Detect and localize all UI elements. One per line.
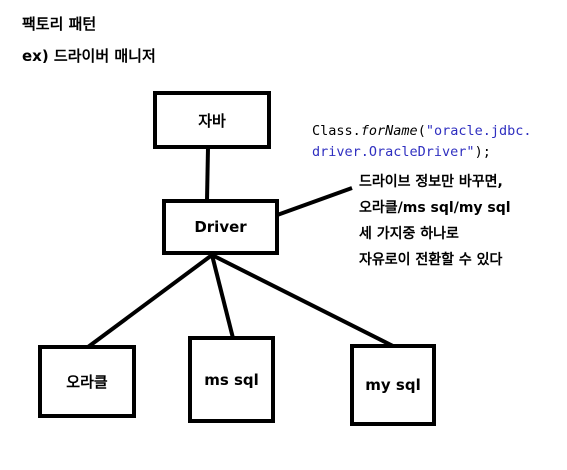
box-mssql: ms sql: [188, 336, 275, 423]
line-driver-mysql: [211, 253, 394, 348]
line-driver-oracle: [86, 253, 214, 349]
note-line: 세 가지중 하나로: [359, 226, 459, 242]
box-driver: Driver: [162, 199, 279, 255]
code-open-paren: (: [417, 123, 426, 139]
line-java-driver: [205, 147, 210, 201]
code-method: forName: [360, 123, 418, 139]
box-java-label: 자바: [198, 111, 226, 130]
note-line: 드라이브 정보만 바꾸면,: [359, 174, 503, 190]
box-mysql-label: my sql: [365, 376, 421, 394]
box-oracle-label: 오라클: [66, 373, 108, 391]
note-line: 자유로이 전환할 수 있다: [359, 252, 503, 268]
code-snippet: Class.forName("oracle.jdbc. driver.Oracl…: [312, 121, 532, 163]
box-java: 자바: [153, 91, 271, 149]
box-mssql-label: ms sql: [204, 370, 259, 389]
page-subtitle: ex) 드라이버 매니저: [22, 47, 156, 65]
note-line: 오라클/ms sql/my sql: [359, 200, 511, 216]
code-class-name: Class.: [312, 123, 361, 139]
code-string-line1: "oracle.jdbc.: [425, 123, 532, 139]
box-driver-label: Driver: [194, 218, 247, 236]
code-string-line2: driver.OracleDriver": [312, 144, 475, 160]
code-close: );: [474, 144, 491, 160]
box-mysql: my sql: [350, 344, 436, 426]
line-driver-mssql: [210, 254, 238, 351]
explanation-note: 드라이브 정보만 바꾸면, 오라클/ms sql/my sql 세 가지중 하나…: [359, 169, 511, 273]
page-title: 팩토리 패턴: [22, 15, 97, 33]
box-oracle: 오라클: [38, 345, 136, 418]
